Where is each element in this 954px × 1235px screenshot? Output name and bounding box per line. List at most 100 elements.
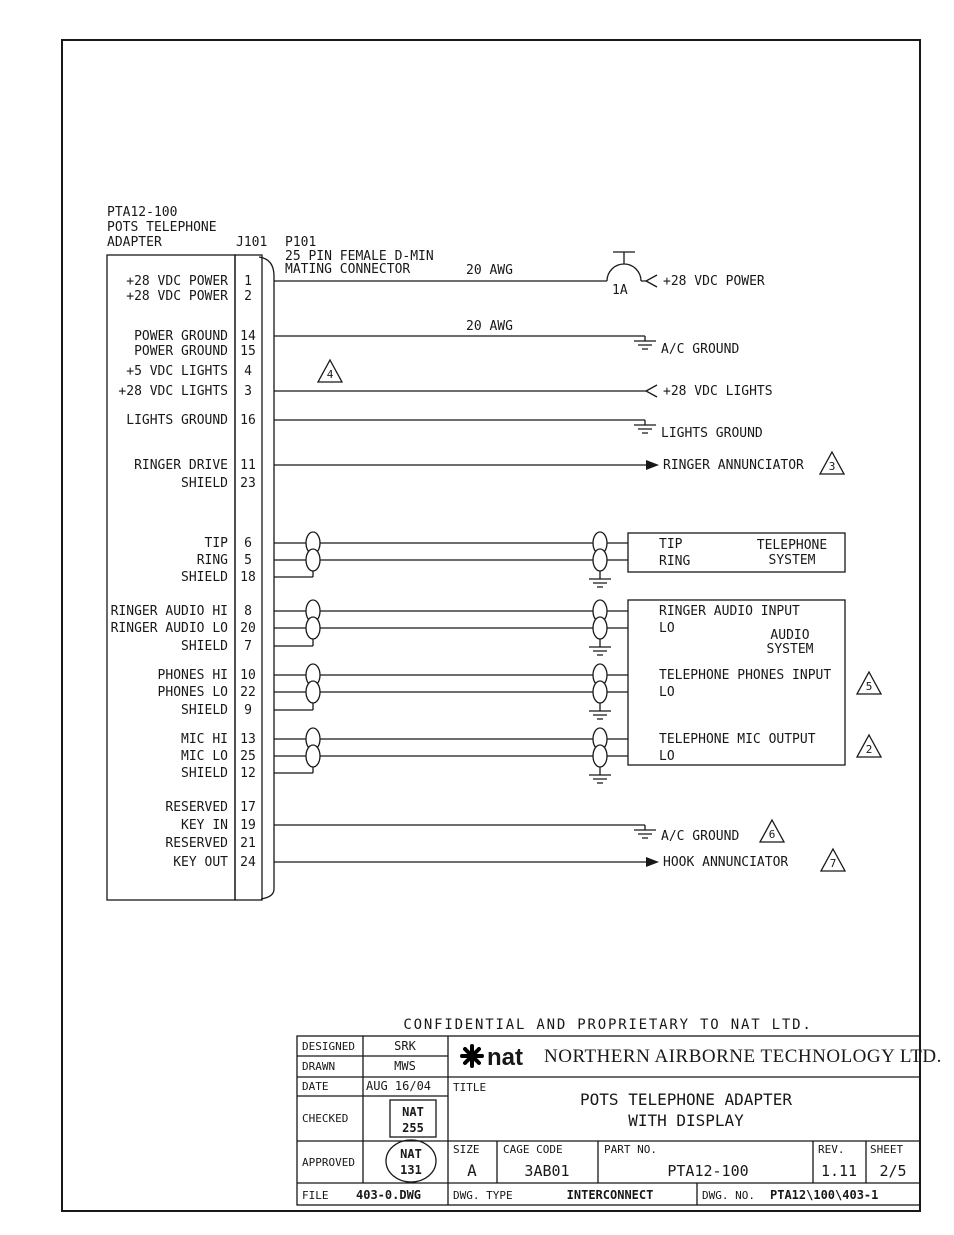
breaker-rating: 1A xyxy=(612,283,628,298)
sheet-border xyxy=(61,39,921,1212)
audio-ringer-input-label: RINGER AUDIO INPUT xyxy=(659,604,800,619)
note-number: 4 xyxy=(327,368,334,381)
confidential-note: CONFIDENTIAL AND PROPRIETARY TO NAT LTD. xyxy=(403,1017,812,1033)
telephone-system-box xyxy=(627,532,846,573)
dwg-no-value: PTA12\100\403-1 xyxy=(770,1188,878,1202)
pin-number: 4 xyxy=(244,364,252,379)
cage-code-label: CAGE CODE xyxy=(503,1143,563,1156)
shield-loop-icons xyxy=(305,531,608,768)
pin-label: PHONES HI xyxy=(158,668,228,683)
approved-label: APPROVED xyxy=(302,1156,355,1169)
note-number: 6 xyxy=(769,828,776,841)
dest-lights-ground: LIGHTS GROUND xyxy=(661,426,763,441)
rev-label: REV. xyxy=(818,1143,845,1156)
title-block-gridlines xyxy=(297,1036,920,1205)
pin-label: TIP xyxy=(205,536,229,551)
system-boxes: TIP RING TELEPHONE SYSTEM RINGER AUDIO I… xyxy=(627,532,846,766)
pin-number: 21 xyxy=(240,836,256,851)
checked-stamp-number: 255 xyxy=(402,1121,424,1135)
designed-label: DESIGNED xyxy=(302,1040,355,1053)
file-label: FILE xyxy=(302,1189,329,1202)
dest-lights: +28 VDC LIGHTS xyxy=(663,384,773,399)
connector-ref: J101 xyxy=(236,235,267,250)
note-number: 2 xyxy=(866,743,873,756)
ground-icons xyxy=(589,336,656,839)
pin-label: SHIELD xyxy=(181,639,228,654)
sheet-label: SHEET xyxy=(870,1143,903,1156)
pin-number: 19 xyxy=(240,818,256,833)
company-logo: nat NORTHERN AIRBORNE TECHNOLOGY LTD. xyxy=(460,1044,941,1071)
unit-name-2: POTS TELEPHONE xyxy=(107,220,217,235)
pin-label: SHIELD xyxy=(181,476,228,491)
approved-stamp-text: NAT xyxy=(400,1147,422,1161)
pin-number: 17 xyxy=(240,800,256,815)
pin-label: MIC LO xyxy=(181,749,228,764)
pin-label: RINGER AUDIO LO xyxy=(111,621,229,636)
pin-label: PHONES LO xyxy=(158,685,229,700)
dwg-no-label: DWG. NO. xyxy=(702,1189,755,1202)
annunciator-arrow-icons xyxy=(646,460,659,867)
pin-number: 22 xyxy=(240,685,256,700)
approved-stamp-number: 131 xyxy=(400,1163,422,1177)
dest-ac-ground: A/C GROUND xyxy=(661,342,739,357)
checked-label: CHECKED xyxy=(302,1112,348,1125)
destination-labels: +28 VDC POWER A/C GROUND +28 VDC LIGHTS … xyxy=(661,274,804,870)
note-number: 5 xyxy=(866,680,873,693)
size-value: A xyxy=(467,1161,477,1180)
pin-label: KEY IN xyxy=(181,818,228,833)
part-no-label: PART NO. xyxy=(604,1143,657,1156)
pin-number: 5 xyxy=(244,553,252,568)
logo-text: nat xyxy=(487,1044,523,1071)
pin-label: MIC HI xyxy=(181,732,228,747)
pin-number: 8 xyxy=(244,604,252,619)
audio-system-box xyxy=(627,599,846,766)
audio-ringer-lo-label: LO xyxy=(659,621,675,636)
audio-mic-output-label: TELEPHONE MIC OUTPUT xyxy=(659,732,816,747)
pin-label: +28 VDC POWER xyxy=(126,274,228,289)
approved-stamp: NAT 131 xyxy=(385,1139,437,1183)
unit-name-3: ADAPTER xyxy=(107,235,162,250)
mating-desc: 25 PIN FEMALE D-MIN xyxy=(285,249,434,264)
pin-number: 20 xyxy=(240,621,256,636)
pin-number: 25 xyxy=(240,749,256,764)
note-number: 7 xyxy=(830,857,837,870)
pin-label: LIGHTS GROUND xyxy=(126,413,228,428)
dest-hook-annunciator: HOOK ANNUNCIATOR xyxy=(663,855,788,870)
pin-label: KEY OUT xyxy=(173,855,228,870)
unit-name: PTA12-100 xyxy=(107,205,177,220)
pin-label: POWER GROUND xyxy=(134,344,228,359)
telephone-system-name: TELEPHONE xyxy=(757,538,827,553)
connector-unit: PTA12-100 POTS TELEPHONE ADAPTER J101 P1… xyxy=(106,205,434,901)
size-label: SIZE xyxy=(453,1143,480,1156)
mating-desc-2: MATING CONNECTOR xyxy=(285,262,410,277)
title-block: CONFIDENTIAL AND PROPRIETARY TO NAT LTD.… xyxy=(296,1017,941,1206)
pin-label: RINGER AUDIO HI xyxy=(111,604,228,619)
date-label: DATE xyxy=(302,1080,329,1093)
circuit-breaker-icon xyxy=(606,251,642,282)
note-number: 3 xyxy=(829,460,836,473)
pin-label: +28 VDC POWER xyxy=(126,289,228,304)
checked-stamp-text: NAT xyxy=(402,1105,424,1119)
rev-value: 1.11 xyxy=(821,1162,857,1180)
audio-mic-lo-label: LO xyxy=(659,749,675,764)
dest-power: +28 VDC POWER xyxy=(663,274,765,289)
telephone-ring-label: RING xyxy=(659,554,690,569)
telephone-tip-label: TIP xyxy=(659,537,683,552)
note-triangles: 4 3 5 2 6 7 xyxy=(316,358,883,872)
title-label: TITLE xyxy=(453,1081,486,1094)
note-triangle-icons xyxy=(316,358,883,872)
pin-label: SHIELD xyxy=(181,570,228,585)
pin-number: 11 xyxy=(240,458,256,473)
pin-number: 24 xyxy=(240,855,256,870)
pin-number: 2 xyxy=(244,289,252,304)
pin-label: SHIELD xyxy=(181,703,228,718)
checked-stamp: NAT 255 xyxy=(389,1099,437,1138)
audio-system-name: AUDIO xyxy=(770,628,809,643)
drawn-value: MWS xyxy=(394,1059,416,1073)
telephone-system-name-2: SYSTEM xyxy=(769,553,816,568)
audio-phones-lo-label: LO xyxy=(659,685,675,700)
pin-label: RESERVED xyxy=(165,800,228,815)
pin-label: +5 VDC LIGHTS xyxy=(126,364,228,379)
